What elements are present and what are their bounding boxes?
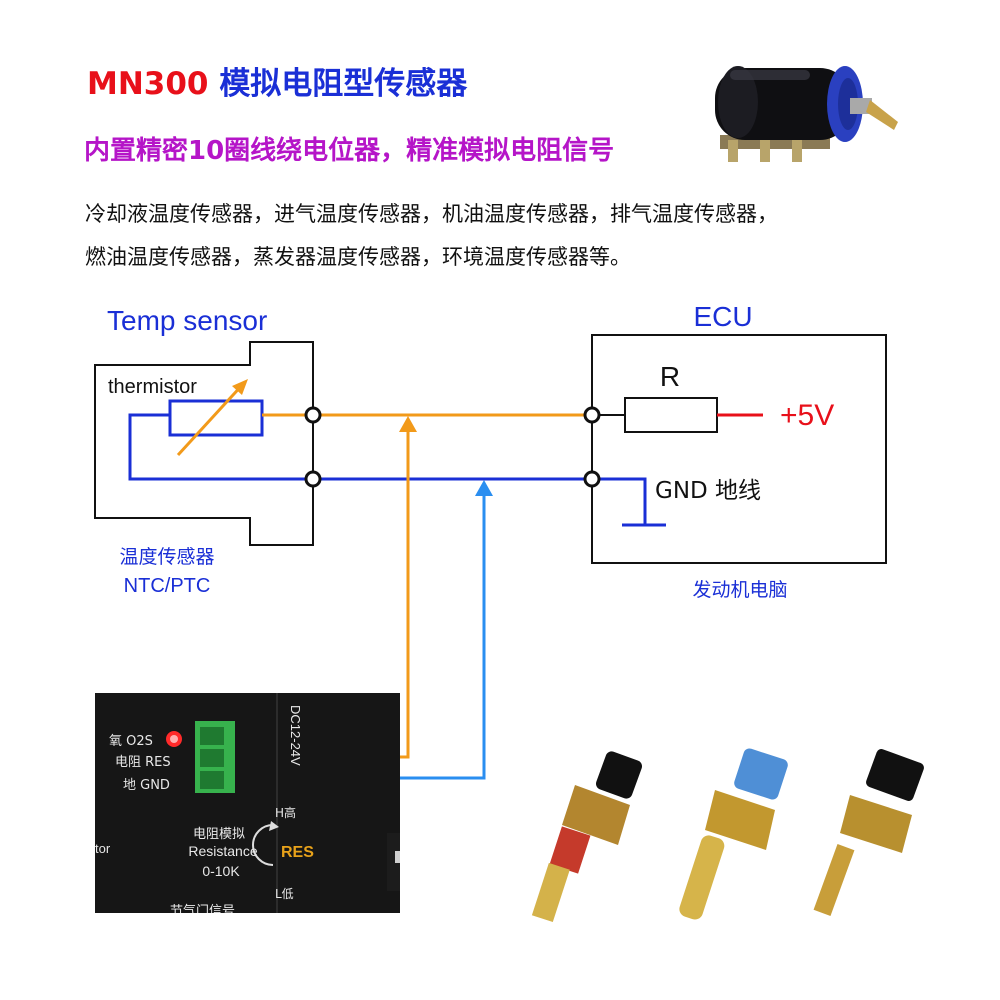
ecu-terminal-ground	[583, 470, 601, 488]
sensor-photo-1	[531, 751, 643, 923]
knob-arrow-icon	[252, 824, 274, 866]
potentiometer-image	[715, 66, 898, 162]
led-label: 氧 O2S	[109, 734, 153, 749]
resistor-symbol	[624, 397, 718, 433]
device-graphic: 氧 O2S 电阻 RES 地 GND DC12-24V 电阻模拟 Resista…	[95, 693, 400, 913]
sensor-caption-cn: 温度传感器	[119, 546, 214, 568]
knob-low-label: L低	[275, 887, 294, 901]
page-title: MN300 模拟电阻型传感器	[87, 58, 467, 103]
res-label: 电阻 RES	[115, 755, 171, 770]
sensor-ground-wire	[128, 413, 313, 481]
bottom-text: 节气门信号	[170, 903, 235, 913]
side-knob	[387, 833, 400, 891]
supply-label: +5V	[780, 399, 834, 432]
device-panel: 氧 O2S 电阻 RES 地 GND DC12-24V 电阻模拟 Resista…	[95, 693, 400, 913]
knob-title-en: Resistance	[188, 843, 257, 859]
device-signal-arrow	[399, 416, 417, 432]
sensor-caption-type: NTC/PTC	[124, 575, 211, 597]
knob-range: 0-10K	[202, 863, 240, 879]
terminal-gnd	[200, 771, 224, 789]
sensor-terminal-signal	[304, 406, 322, 424]
terminal-res	[200, 749, 224, 767]
side-text: tor	[95, 841, 111, 856]
device-ground-arrow	[475, 480, 493, 496]
product-name: 模拟电阻型传感器	[219, 66, 468, 102]
resistor-label: R	[660, 361, 680, 392]
knob-high-label: H高	[275, 805, 296, 820]
voltage-label: DC12-24V	[288, 705, 303, 766]
model-name: MN300	[87, 66, 209, 102]
sensor-housing	[94, 341, 314, 546]
knob-title-cn: 电阻模拟	[193, 827, 245, 842]
thermistor-arrow-head	[232, 379, 248, 395]
sensor-photo-2	[679, 748, 788, 920]
sensor-terminal-ground	[304, 470, 322, 488]
gnd-label-device: 地 GND	[123, 778, 170, 793]
gnd-label: GND 地线	[655, 478, 761, 504]
terminal-o2s	[200, 727, 224, 745]
description-line-2: 燃油温度传感器，蒸发器温度传感器，环境温度传感器等。	[85, 245, 631, 269]
knob-name: RES	[281, 844, 314, 861]
ecu-terminal-signal	[583, 406, 601, 424]
thermistor-arrow	[176, 381, 246, 457]
description-line-1: 冷却液温度传感器，进气温度传感器，机油温度传感器，排气温度传感器，	[85, 202, 778, 226]
subtitle: 内置精密10圈线绕电位器，精准模拟电阻信号	[84, 136, 615, 166]
ecu-ground-wire	[592, 477, 647, 525]
ecu-caption: 发动机电脑	[692, 579, 787, 601]
sensor-title: Temp sensor	[107, 305, 267, 336]
thermistor-symbol	[168, 399, 264, 437]
thermistor-label: thermistor	[108, 376, 197, 398]
ecu-title: ECU	[693, 301, 752, 332]
sensor-photos	[531, 748, 924, 923]
sensor-photo-3	[813, 749, 924, 916]
ecu-box	[591, 334, 887, 564]
